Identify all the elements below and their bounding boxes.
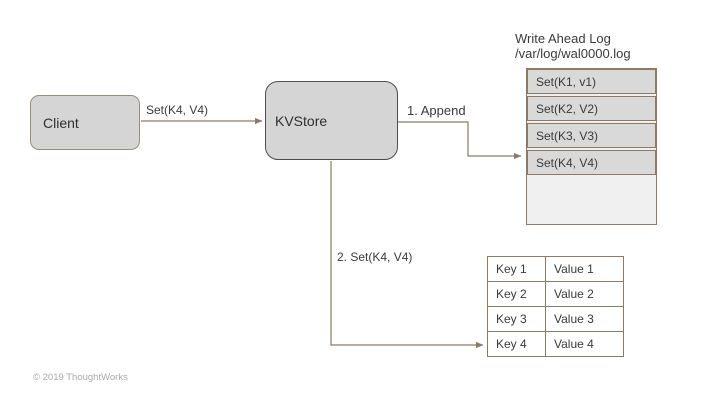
value-cell: Value 1 <box>545 256 624 282</box>
wal-entry: Set(K1, v1) <box>527 69 656 94</box>
arrow-append-to-wal <box>398 121 522 160</box>
kvstore-node-label: KVStore <box>275 112 328 129</box>
edge-label-set-step2: 2. Set(K4, V4) <box>337 250 413 264</box>
key-cell: Key 2 <box>487 281 546 307</box>
edge-label-set-k4: Set(K4, V4) <box>146 103 209 117</box>
wal-title-line1: Write Ahead Log <box>515 31 611 46</box>
value-cell: Value 2 <box>545 281 624 307</box>
kvstore-node: KVStore <box>265 81 398 160</box>
wal-entry: Set(K2, V2) <box>527 96 656 121</box>
wal-title-line2: /var/log/wal0000.log <box>515 46 631 61</box>
value-cell: Value 4 <box>545 331 624 357</box>
client-node-label: Client <box>43 114 79 131</box>
key-cell: Key 1 <box>487 256 546 282</box>
copyright-text: © 2019 ThoughtWorks <box>33 372 128 383</box>
key-cell: Key 3 <box>487 306 546 332</box>
table-row: Key 4 Value 4 <box>487 331 624 357</box>
kv-store-table: Key 1 Value 1 Key 2 Value 2 Key 3 Value … <box>487 256 624 357</box>
key-cell: Key 4 <box>487 331 546 357</box>
client-node: Client <box>30 95 140 150</box>
wal-entry: Set(K4, V4) <box>527 150 656 175</box>
table-row: Key 1 Value 1 <box>487 256 624 282</box>
edge-label-append: 1. Append <box>407 103 466 118</box>
table-row: Key 2 Value 2 <box>487 281 624 307</box>
wal-log-box: Set(K1, v1) Set(K2, V2) Set(K3, V3) Set(… <box>526 68 657 225</box>
wal-title: Write Ahead Log /var/log/wal0000.log <box>515 31 631 61</box>
value-cell: Value 3 <box>545 306 624 332</box>
table-row: Key 3 Value 3 <box>487 306 624 332</box>
wal-entry: Set(K3, V3) <box>527 123 656 148</box>
